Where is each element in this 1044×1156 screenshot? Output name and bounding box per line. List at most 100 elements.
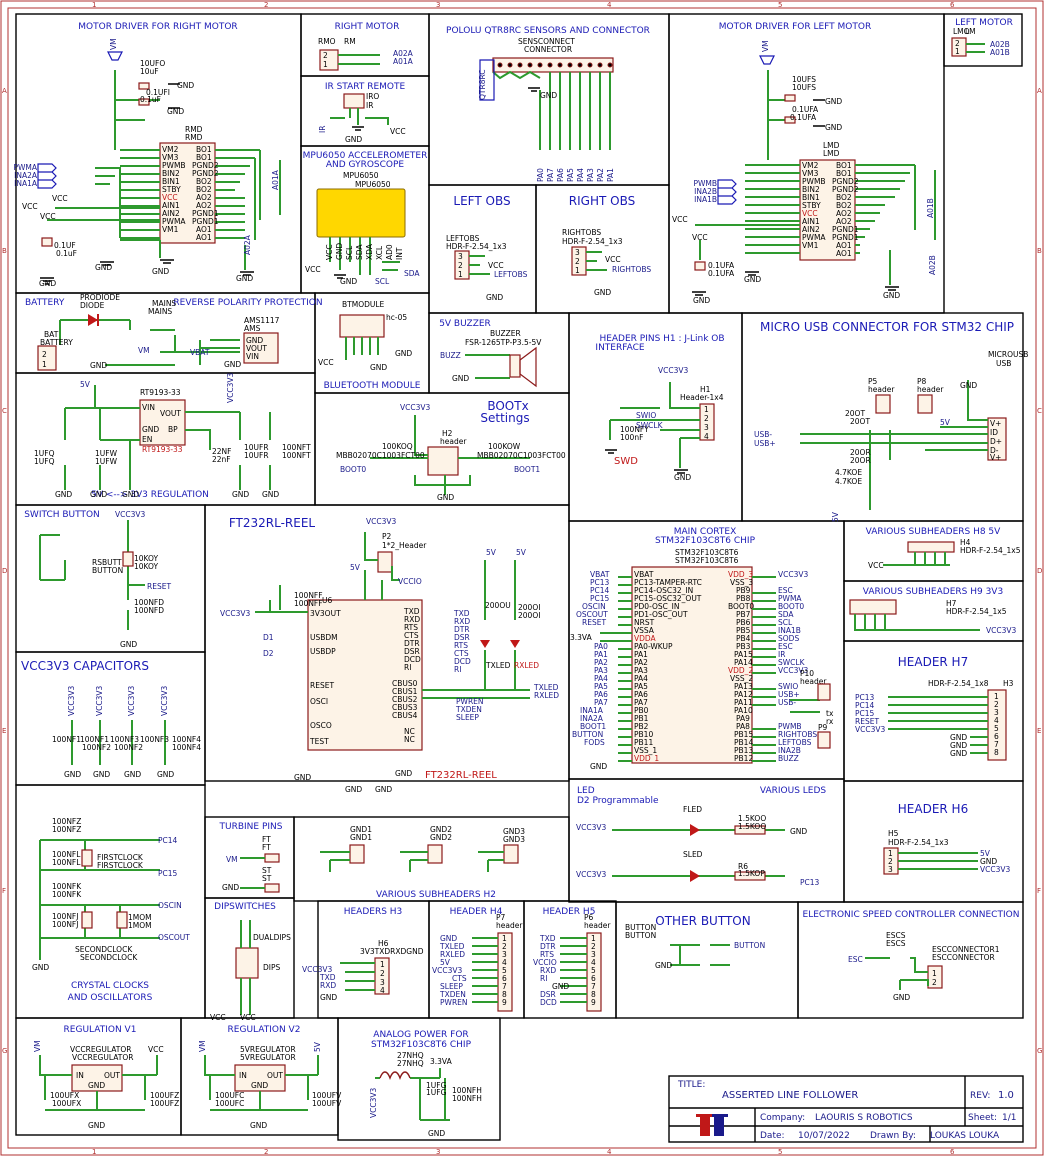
esc-connection: ESCS ESCS ESCCONNECTOR1 ESCCONNECTOR 12 … bbox=[848, 931, 1000, 1002]
svg-text:REV:: REV: bbox=[970, 1091, 990, 1101]
svg-text:10UFO: 10UFO bbox=[140, 59, 165, 68]
svg-text:RIGHTOBS: RIGHTOBS bbox=[612, 265, 651, 274]
svg-text:PGND2: PGND2 bbox=[192, 169, 219, 178]
svg-text:RI: RI bbox=[404, 663, 411, 672]
svg-text:PA4: PA4 bbox=[594, 674, 608, 683]
svg-text:DCD: DCD bbox=[404, 655, 421, 664]
svg-text:3: 3 bbox=[502, 950, 507, 959]
svg-text:P6: P6 bbox=[584, 913, 594, 922]
svg-text:TXD: TXD bbox=[453, 609, 470, 618]
svg-text:DTR: DTR bbox=[454, 625, 470, 634]
svg-text:1UFG: 1UFG bbox=[426, 1081, 447, 1090]
svg-text:GND: GND bbox=[437, 493, 454, 502]
svg-text:AO2: AO2 bbox=[196, 201, 212, 210]
svg-text:PA6: PA6 bbox=[634, 690, 648, 699]
svg-text:VCCREGULATOR: VCCREGULATOR bbox=[72, 1053, 133, 1062]
svg-text:VCC3V3: VCC3V3 bbox=[369, 1087, 378, 1118]
svg-text:GND: GND bbox=[93, 770, 110, 779]
svg-text:3V3TXDRXDGND: 3V3TXDRXDGND bbox=[360, 947, 424, 956]
svg-text:10uF: 10uF bbox=[140, 67, 159, 76]
svg-text:INT: INT bbox=[395, 247, 404, 260]
svg-text:CBUS4: CBUS4 bbox=[392, 711, 418, 720]
svg-text:RT9193-33: RT9193-33 bbox=[140, 388, 181, 397]
svg-text:Drawn By:: Drawn By: bbox=[870, 1131, 916, 1141]
svg-text:6: 6 bbox=[502, 974, 507, 983]
svg-text:1MOM: 1MOM bbox=[128, 921, 152, 930]
svg-text:TXDEN: TXDEN bbox=[439, 990, 466, 999]
title-left-obs: LEFT OBS bbox=[453, 194, 510, 208]
svg-text:1: 1 bbox=[932, 969, 937, 978]
svg-text:MBB02070C1003FCT00: MBB02070C1003FCT00 bbox=[336, 451, 425, 460]
svg-text:3: 3 bbox=[704, 423, 709, 432]
svg-text:STBY: STBY bbox=[802, 201, 821, 210]
title-analog-1: ANALOG POWER FOR bbox=[373, 1030, 468, 1040]
svg-text:VSSA: VSSA bbox=[634, 626, 655, 635]
svg-text:PC14: PC14 bbox=[158, 836, 178, 845]
svg-text:ESCS: ESCS bbox=[886, 931, 906, 940]
title-main-cortex-2: STM32F103C8T6 CHIP bbox=[655, 536, 756, 546]
svg-text:10KOY: 10KOY bbox=[134, 562, 159, 571]
svg-text:100NFF: 100NFF bbox=[294, 599, 323, 608]
svg-text:0.1UFA: 0.1UFA bbox=[790, 113, 817, 122]
svg-text:PB4: PB4 bbox=[736, 634, 751, 643]
svg-text:100NFJ: 100NFJ bbox=[52, 912, 78, 921]
svg-text:5: 5 bbox=[502, 966, 507, 975]
svg-text:FT232RL-REEL: FT232RL-REEL bbox=[425, 770, 497, 781]
title-micro-usb: MICRO USB CONNECTOR FOR STM32 CHIP bbox=[760, 320, 1014, 334]
svg-text:GND: GND bbox=[594, 288, 611, 297]
drawn-by-value: LOUKAS LOUKA bbox=[930, 1131, 1000, 1141]
svg-text:GND: GND bbox=[167, 107, 184, 116]
svg-text:VM3: VM3 bbox=[162, 153, 179, 162]
svg-text:INA2A: INA2A bbox=[580, 714, 604, 723]
svg-text:GND: GND bbox=[124, 770, 141, 779]
svg-text:VBAT: VBAT bbox=[190, 348, 210, 357]
right-obs: RIGHTOBS HDR-F-2.54_1x3 321 RIGHTOBS VCC… bbox=[562, 228, 651, 297]
svg-text:A02A: A02A bbox=[393, 49, 414, 58]
svg-text:VCC: VCC bbox=[692, 233, 708, 242]
svg-text:PA13: PA13 bbox=[734, 682, 753, 691]
svg-text:PA5: PA5 bbox=[634, 682, 648, 691]
svg-text:GND: GND bbox=[950, 733, 967, 742]
svg-text:27NHQ: 27NHQ bbox=[397, 1059, 424, 1068]
svg-text:PGND1: PGND1 bbox=[832, 225, 859, 234]
svg-text:PA7: PA7 bbox=[634, 698, 648, 707]
svg-text:BO1: BO1 bbox=[196, 145, 212, 154]
svg-text:4: 4 bbox=[591, 958, 596, 967]
svg-text:FSR-1265TP-P3.5-5V: FSR-1265TP-P3.5-5V bbox=[465, 338, 542, 347]
micro-usb: MICROUSB USB V+IDD+D-V+ USB-USB+ P5heade… bbox=[754, 350, 1028, 522]
svg-text:OUT: OUT bbox=[267, 1071, 283, 1080]
svg-text:7: 7 bbox=[994, 740, 999, 749]
svg-text:rx: rx bbox=[826, 717, 834, 726]
svg-text:PC13-TAMPER-RTC: PC13-TAMPER-RTC bbox=[634, 578, 702, 587]
svg-text:GND: GND bbox=[251, 1081, 268, 1090]
svg-text:7: 7 bbox=[502, 982, 507, 991]
svg-text:VM2: VM2 bbox=[162, 145, 179, 154]
svg-text:6: 6 bbox=[950, 1, 955, 9]
svg-text:SLEEP: SLEEP bbox=[456, 713, 479, 722]
title-rev-pol: REVERSE POLARITY PROTECTION bbox=[173, 298, 322, 308]
svg-text:OSCIN: OSCIN bbox=[158, 901, 182, 910]
svg-text:100NFH: 100NFH bbox=[452, 1086, 482, 1095]
svg-text:5V: 5V bbox=[80, 380, 91, 389]
svg-text:VM: VM bbox=[226, 855, 238, 864]
svg-text:100NF3: 100NF3 bbox=[110, 735, 139, 744]
title-h5: HEADER H5 bbox=[543, 907, 596, 917]
svg-text:XDA: XDA bbox=[365, 243, 374, 260]
svg-text:2: 2 bbox=[502, 942, 507, 951]
title-boot-1: BOOTx bbox=[487, 399, 528, 413]
svg-text:A: A bbox=[2, 87, 7, 95]
svg-text:RI: RI bbox=[540, 974, 547, 983]
svg-text:Company:: Company: bbox=[760, 1113, 805, 1123]
svg-text:AIN2: AIN2 bbox=[802, 225, 820, 234]
svg-text:DUALDIPS: DUALDIPS bbox=[253, 933, 291, 942]
ft232-chip bbox=[307, 599, 423, 751]
svg-text:100NFZ: 100NFZ bbox=[52, 817, 81, 826]
svg-text:GND: GND bbox=[90, 490, 107, 499]
svg-text:5: 5 bbox=[778, 1, 782, 9]
svg-text:RIGHTOBS: RIGHTOBS bbox=[562, 228, 601, 237]
svg-text:0.1uF: 0.1uF bbox=[56, 249, 77, 258]
